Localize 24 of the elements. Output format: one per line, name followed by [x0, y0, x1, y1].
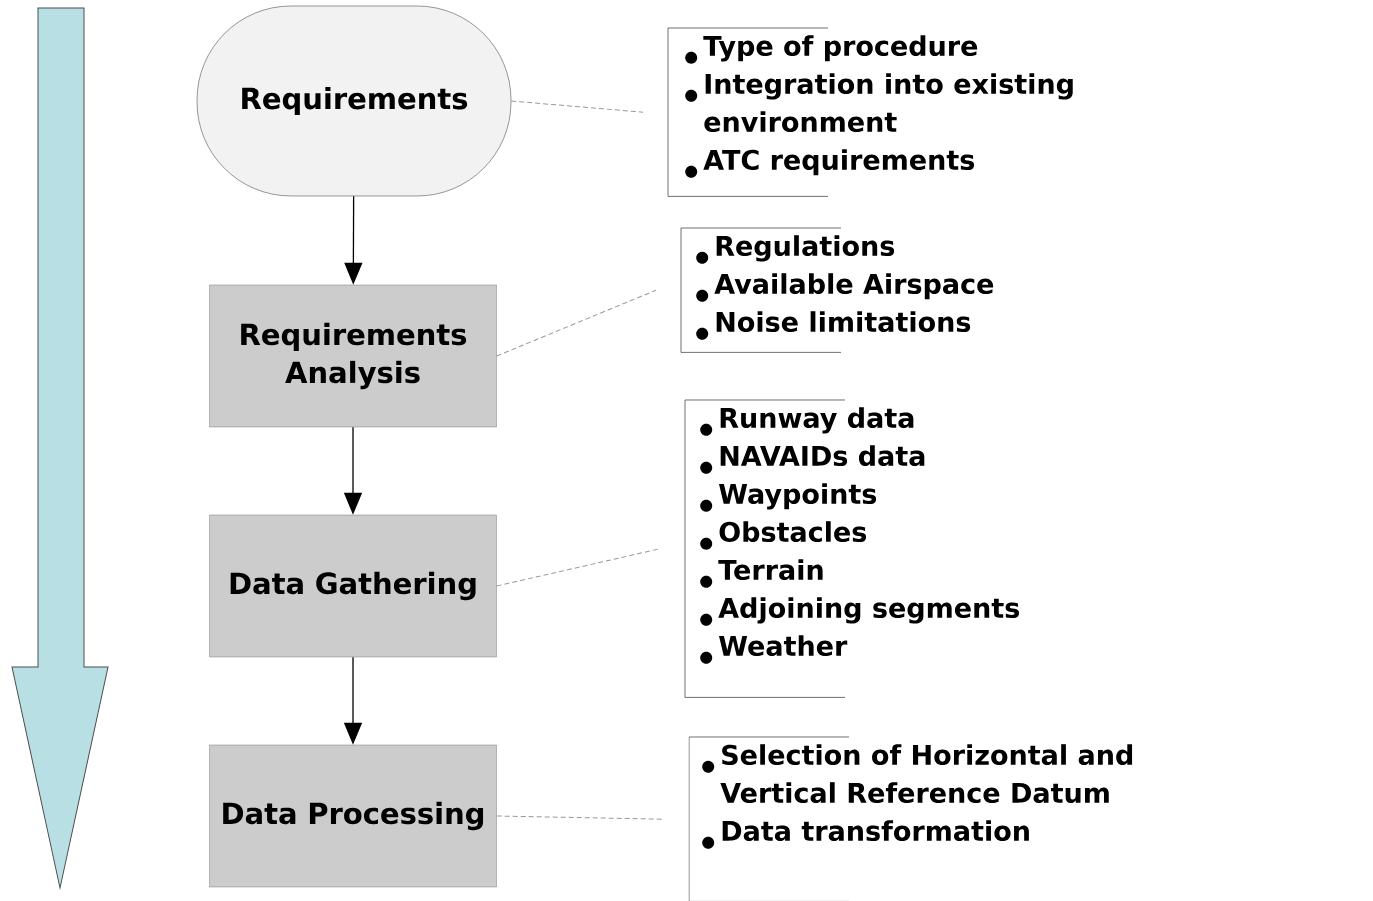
- node-label: Type of procedure: [703, 35, 978, 62]
- process-box: Data Gathering: [209, 514, 497, 658]
- node-label: Runway data: [720, 407, 914, 434]
- node-label: Data transformation: [722, 820, 1029, 842]
- leader-line: [496, 289, 657, 357]
- bullet-list: Type of procedure Integration into existing environment ATC requirements: [667, 27, 1073, 197]
- node-label: Integration into existing environment: [704, 73, 1073, 133]
- bullet-list: Runway data NAVAIDs data Waypoints Obstacles Terrain Adjoining segments Weather: [684, 399, 1019, 698]
- node-label: Selection of Horizontal and Vertical Reference Datum: [720, 744, 1133, 804]
- leader-line: [510, 100, 644, 113]
- node-label: Noise limitations: [716, 311, 971, 333]
- node-label: Adjoining segments: [718, 597, 1020, 624]
- process-box: Data Processing: [209, 744, 497, 888]
- node-label: Regulations: [716, 235, 895, 262]
- process-box: Requirements Analysis: [209, 284, 497, 428]
- bullet-list: Regulations Available Airspace Noise limitations: [680, 227, 994, 353]
- node-label: Weather: [719, 635, 848, 657]
- bullet-list: Selection of Horizontal and Vertical Reference Datum Data transformation: [688, 736, 1133, 901]
- node-label: NAVAIDs data: [720, 445, 925, 467]
- node-label: Waypoints: [719, 483, 877, 510]
- node-label: Available Airspace: [714, 273, 994, 300]
- node-label: ATC requirements: [703, 149, 975, 176]
- node-label: Obstacles: [719, 521, 867, 543]
- node-label: Terrain: [718, 559, 823, 581]
